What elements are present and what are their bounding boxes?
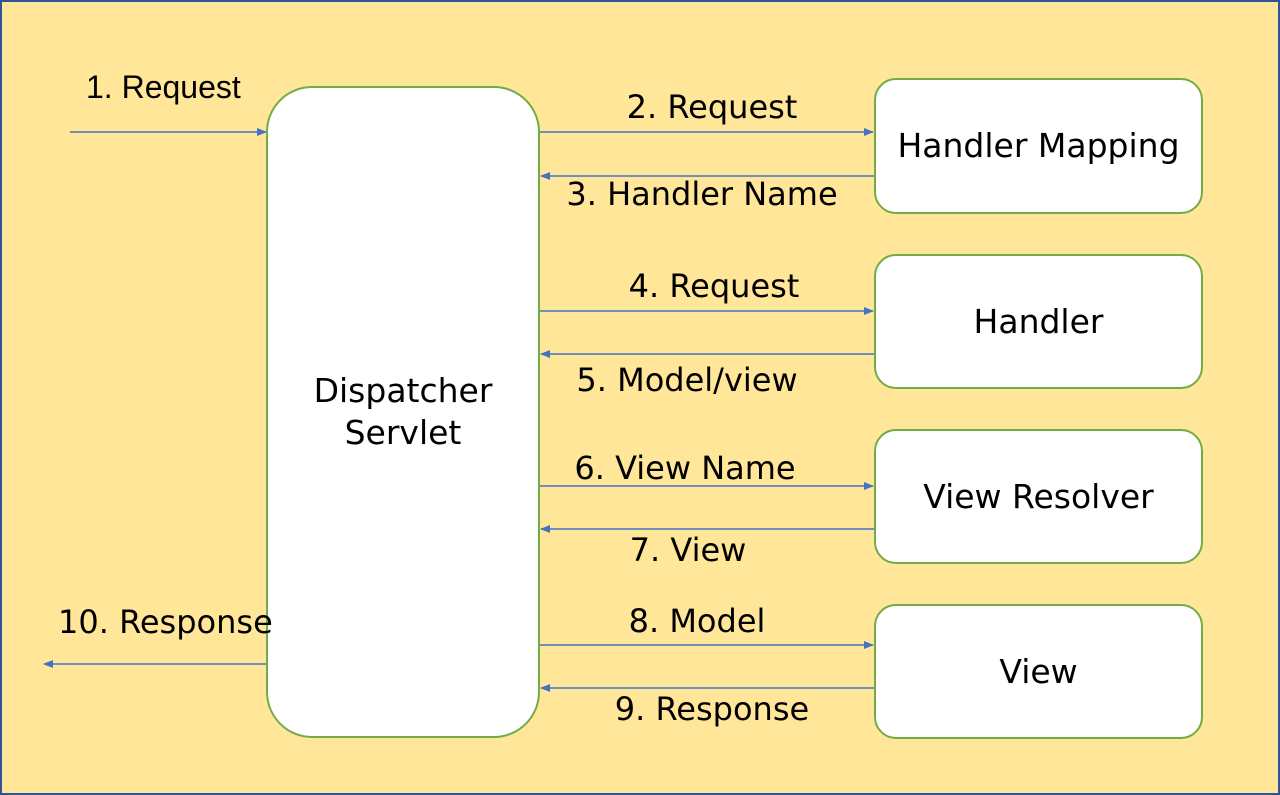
handler-label: Handler: [973, 301, 1104, 341]
edge-label-2-request: 2. Request: [626, 88, 798, 126]
edge-label-5-model-view: 5. Model/view: [576, 361, 798, 399]
handler-mapping-node: Handler Mapping: [874, 78, 1203, 214]
edge-label-3-handler-name: 3. Handler Name: [566, 175, 838, 213]
edge-label-9-response: 9. Response: [614, 690, 810, 728]
handler-node: Handler: [874, 254, 1203, 389]
view-label: View: [999, 651, 1078, 691]
edge-label-6-view-name: 6. View Name: [574, 449, 796, 487]
handler-mapping-label: Handler Mapping: [897, 126, 1180, 165]
edge-label-7-view: 7. View: [629, 531, 747, 569]
view-node: View: [874, 604, 1203, 739]
view-resolver-label: View Resolver: [923, 476, 1154, 516]
edge-label-1-request: 1. Request: [86, 69, 241, 105]
edge-label-4-request: 4. Request: [628, 267, 800, 305]
dispatcher-servlet-label: Dispatcher Servlet: [313, 371, 493, 452]
view-resolver-node: View Resolver: [874, 429, 1203, 564]
dispatcher-servlet-node: Dispatcher Servlet: [266, 86, 540, 738]
edge-label-8-model: 8. Model: [628, 602, 766, 640]
edge-label-10-response: 10. Response: [58, 603, 273, 641]
